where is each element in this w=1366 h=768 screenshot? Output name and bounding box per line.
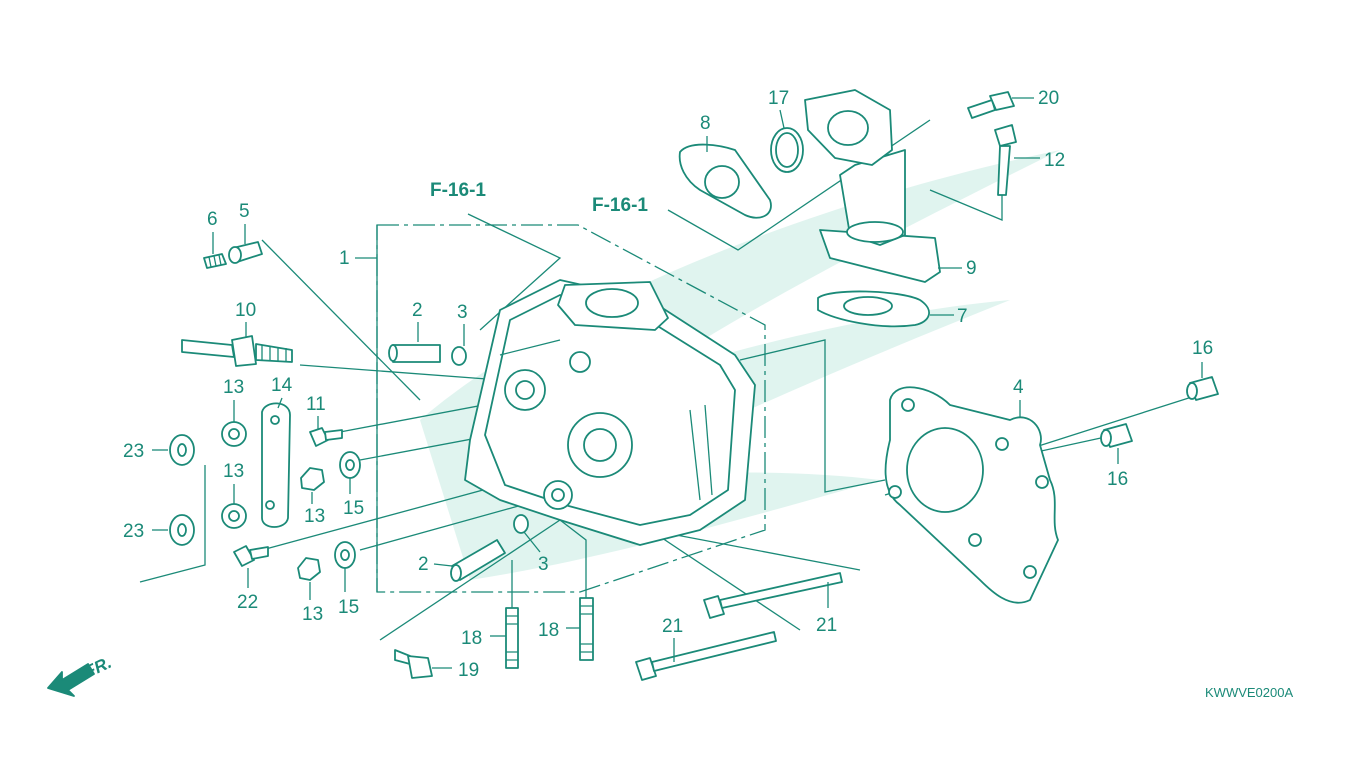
callout-13-a: 13 xyxy=(223,377,244,398)
drawing-code: KWWVE0200A xyxy=(1205,685,1293,700)
callout-23-lower: 23 xyxy=(123,521,144,542)
callout-20: 20 xyxy=(1038,88,1059,109)
callout-2-upper: 2 xyxy=(412,300,423,321)
dowel-16-lower xyxy=(1100,423,1133,448)
callout-15-lower: 15 xyxy=(338,597,359,618)
plate xyxy=(261,402,291,528)
insulator-gasket xyxy=(817,290,930,328)
callouts: 1 2 2 3 3 4 5 6 7 8 9 10 11 12 13 13 13 … xyxy=(123,88,1213,681)
callout-18-right: 18 xyxy=(538,620,559,641)
callout-6: 6 xyxy=(207,209,218,230)
callout-13-d: 13 xyxy=(302,604,323,625)
carburetor-spacer xyxy=(678,143,772,219)
front-arrow: FR. xyxy=(47,653,115,697)
washer-23-upper xyxy=(169,434,195,466)
callout-19: 19 xyxy=(458,660,479,681)
callout-22: 22 xyxy=(237,592,258,613)
callout-5: 5 xyxy=(239,201,250,222)
callout-9: 9 xyxy=(966,258,977,279)
reference-label-upper-left: F-16-1 xyxy=(430,180,486,201)
head-gasket xyxy=(884,386,1059,604)
callout-14: 14 xyxy=(271,375,293,396)
callout-2-lower: 2 xyxy=(418,554,429,575)
spring-pin xyxy=(203,253,227,269)
long-bolt-lower xyxy=(635,631,777,681)
reference-label-upper-right: F-16-1 xyxy=(592,195,648,216)
callout-18-left: 18 xyxy=(461,628,482,649)
washer-lower xyxy=(334,541,356,569)
stud-left xyxy=(505,607,519,669)
callout-3-upper: 3 xyxy=(457,302,468,323)
long-bolt-upper xyxy=(703,572,843,619)
valve-guide-lower xyxy=(450,539,506,582)
callout-16-upper: 16 xyxy=(1192,338,1213,359)
callout-12: 12 xyxy=(1044,150,1065,171)
bolt-22 xyxy=(233,545,269,567)
o-ring-17 xyxy=(770,127,804,173)
bolt-20 xyxy=(967,91,1015,119)
callout-11: 11 xyxy=(306,394,326,415)
callout-8: 8 xyxy=(700,113,711,134)
callout-23-upper: 23 xyxy=(123,441,144,462)
callout-17: 17 xyxy=(768,88,789,109)
collar-3 xyxy=(300,467,325,491)
callout-13-c: 13 xyxy=(304,506,325,527)
cylinder-head xyxy=(464,279,756,546)
callout-13-b: 13 xyxy=(223,461,244,482)
callout-21-right: 21 xyxy=(816,615,837,636)
o-ring-lower xyxy=(513,514,529,534)
washer-23-lower xyxy=(169,514,195,546)
intake-pipe xyxy=(804,89,941,283)
dowel-pin xyxy=(228,241,263,264)
callout-21-left: 21 xyxy=(662,616,683,637)
callout-10: 10 xyxy=(235,300,256,321)
callout-stubs xyxy=(152,97,1203,669)
bolt-19 xyxy=(394,649,433,679)
spark-plug xyxy=(181,335,293,367)
callout-15-upper: 15 xyxy=(343,498,364,519)
bolt-12 xyxy=(994,124,1017,196)
stud-right xyxy=(579,597,594,661)
collar-1 xyxy=(221,421,247,447)
collar-2 xyxy=(221,503,247,529)
callout-4: 4 xyxy=(1013,377,1024,398)
dowel-16-upper xyxy=(1186,376,1219,401)
callout-16-lower: 16 xyxy=(1107,469,1128,490)
callout-7: 7 xyxy=(957,306,968,327)
bolt-11 xyxy=(309,427,343,447)
callout-3-lower: 3 xyxy=(538,554,549,575)
valve-guide-upper xyxy=(388,344,441,363)
callout-1: 1 xyxy=(339,248,350,269)
o-ring-upper xyxy=(451,346,467,366)
washer-upper xyxy=(339,451,361,479)
collar-4 xyxy=(297,557,321,581)
